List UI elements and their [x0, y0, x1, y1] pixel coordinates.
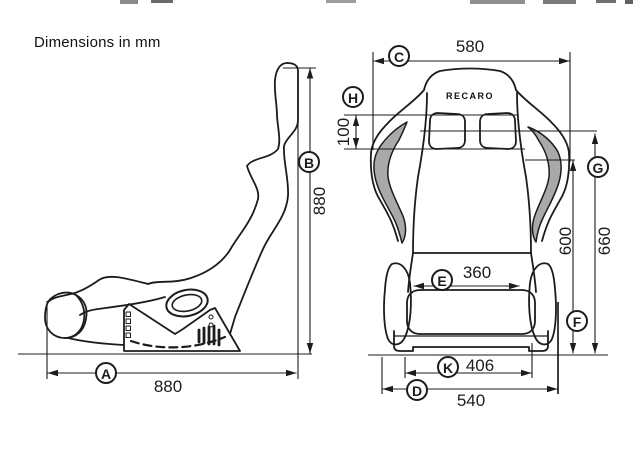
cropped-content-artifact: [543, 0, 576, 4]
front-view-drawing: [369, 67, 571, 352]
left-bolster: [373, 121, 408, 244]
cropped-content-artifact: [326, 0, 356, 3]
cropped-content-artifact: [596, 0, 616, 3]
dim-label-A: A: [95, 362, 117, 384]
cropped-content-artifact: [470, 0, 525, 4]
recaro-logo: RECARO: [445, 90, 495, 102]
diagram-title: Dimensions in mm: [34, 34, 161, 51]
dim-value-H: 100: [334, 117, 353, 147]
dim-label-F: F: [566, 310, 588, 332]
dim-value-B: 880: [310, 186, 329, 216]
dim-value-K: 406: [465, 356, 495, 375]
dim-label-D: D: [406, 379, 428, 401]
dim-value-C: 580: [455, 37, 485, 56]
dim-label-G: G: [587, 156, 609, 178]
dim-value-A: 880: [153, 377, 183, 396]
dim-value-G: 660: [595, 226, 614, 256]
dim-value-F: 600: [556, 226, 575, 256]
front-view-dimension-lines: [344, 52, 608, 394]
dim-label-H: H: [342, 86, 364, 108]
side-view-dimension-lines: [18, 67, 316, 379]
right-bolster: [527, 126, 562, 243]
cropped-content-artifact: [625, 0, 633, 4]
dim-value-D: 540: [456, 391, 486, 410]
dim-label-B: B: [298, 151, 320, 173]
cropped-content-artifact: [151, 0, 173, 3]
dim-label-E: E: [431, 269, 453, 291]
cropped-content-artifact: [120, 0, 138, 4]
dim-label-C: C: [388, 45, 410, 67]
dim-value-E: 360: [462, 263, 492, 282]
side-view-drawing: [44, 62, 299, 352]
dim-label-K: K: [437, 356, 459, 378]
